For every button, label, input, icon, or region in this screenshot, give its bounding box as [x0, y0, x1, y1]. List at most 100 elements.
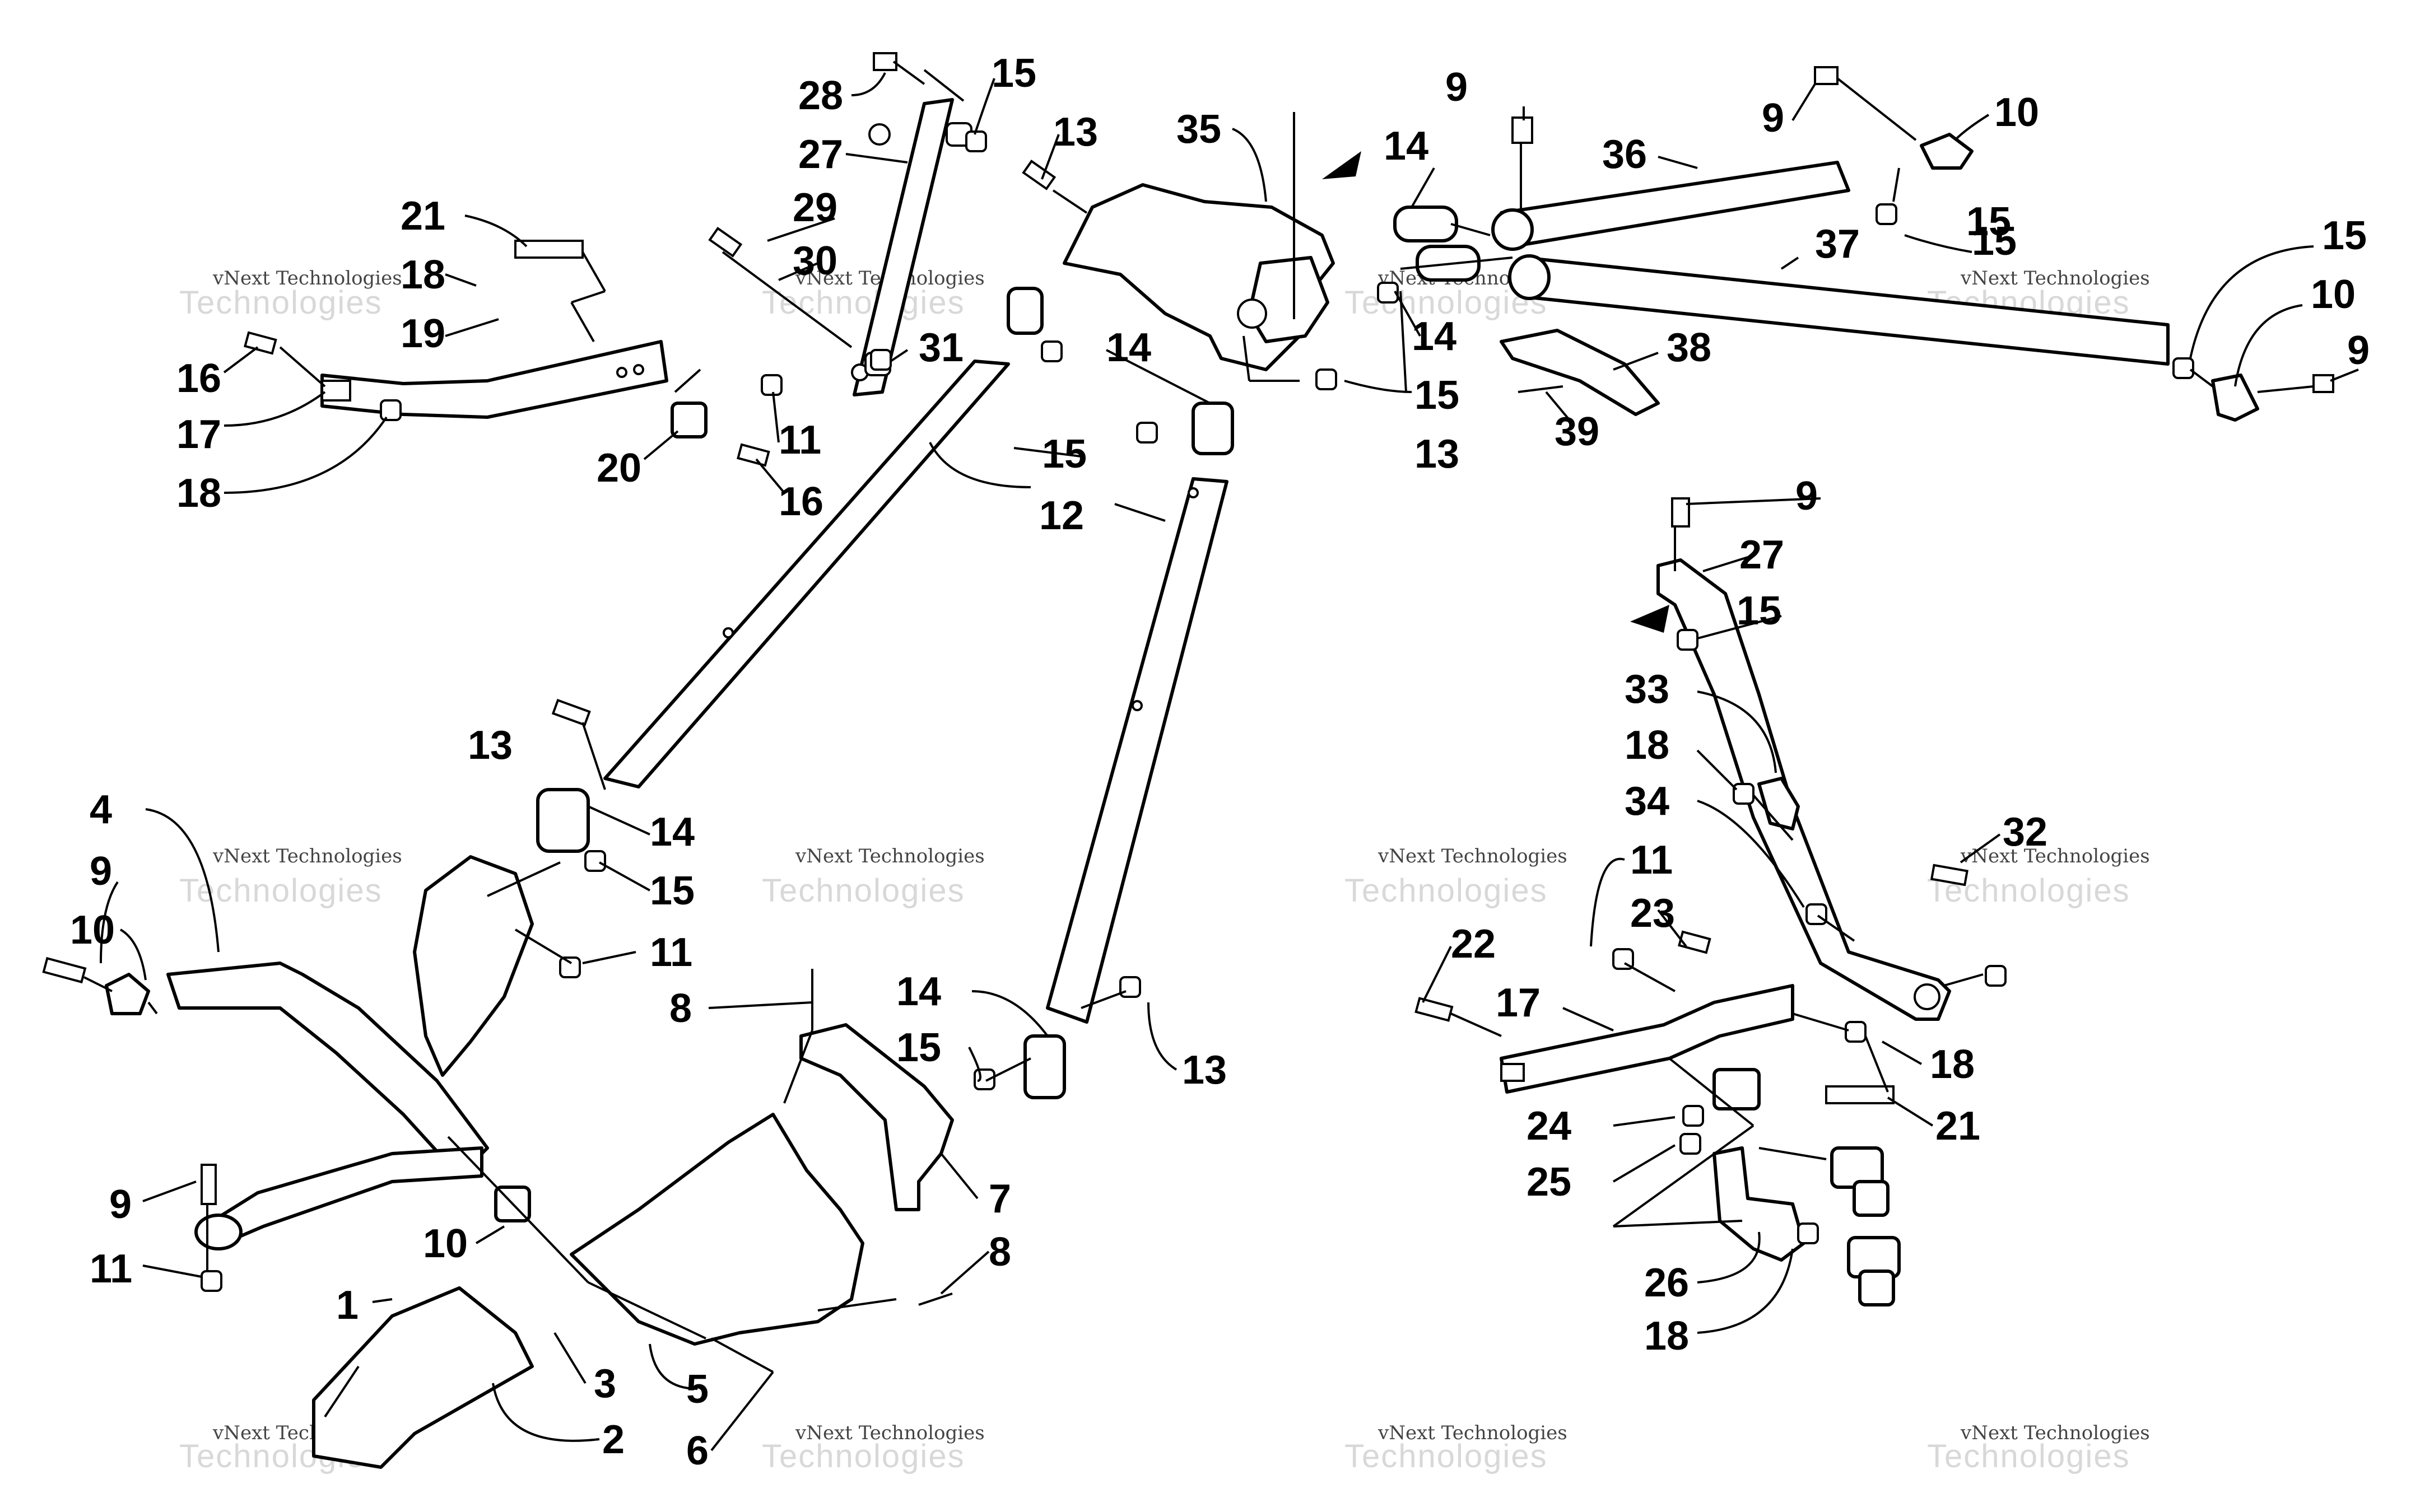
callout-1: 1 [336, 1283, 359, 1328]
watermark-text: vNext Technologies [1377, 1422, 1567, 1444]
bolt [1671, 497, 1690, 528]
bar-17-upper-left [320, 340, 668, 419]
sensor-mid [1712, 1068, 1761, 1110]
callout-39: 39 [1555, 409, 1599, 454]
bolt [737, 443, 770, 467]
callout-27: 27 [1739, 533, 1784, 577]
callout-9: 9 [90, 849, 112, 894]
nut [1797, 1222, 1819, 1244]
callout-22: 22 [1451, 922, 1496, 967]
callout-9: 9 [2347, 328, 2370, 373]
bolts [42, 160, 1968, 1205]
callout-18: 18 [1930, 1042, 1975, 1087]
watermark-11: Technologies vNext Technologies [1344, 1422, 1567, 1474]
bolt [708, 227, 743, 258]
callout-30: 30 [793, 239, 837, 283]
callout-15: 15 [650, 869, 695, 913]
callout-32: 32 [2003, 810, 2047, 855]
watermark-5: Technologies vNext Technologies [179, 845, 402, 909]
bushing-14-top [1007, 287, 1234, 455]
callout-14: 14 [1384, 124, 1428, 169]
watermark-text: Technologies [762, 284, 965, 321]
callout-18: 18 [1644, 1314, 1689, 1359]
callout-17: 17 [176, 412, 221, 457]
bolt [1414, 997, 1454, 1022]
callout-leaders [100, 72, 2359, 1452]
nut [965, 130, 987, 152]
callout-17: 17 [1496, 981, 1541, 1025]
nut [974, 1068, 995, 1090]
pin-8-right [918, 1292, 953, 1306]
bolt-21-upper [514, 240, 584, 259]
nut [559, 956, 581, 978]
callout-34: 34 [1625, 779, 1669, 824]
assembly-lines [83, 69, 2214, 1373]
bushing-14-lower [1023, 1034, 1066, 1099]
callout-10: 10 [2311, 272, 2356, 317]
callout-18: 18 [176, 471, 221, 516]
callout-11: 11 [1630, 838, 1673, 883]
end-cap-10-top [1920, 133, 1974, 170]
clamp-33 [1757, 777, 1800, 830]
nuts [201, 130, 2194, 1292]
nut [1985, 965, 2007, 987]
bolt-21-lower [1825, 1085, 1895, 1104]
nut [380, 399, 402, 421]
nut [1805, 903, 1827, 925]
callout-14: 14 [1412, 314, 1456, 359]
callout-21: 21 [1935, 1104, 1980, 1149]
callout-9: 9 [1762, 96, 1784, 141]
nut [1315, 368, 1337, 390]
cover-2 [312, 1286, 534, 1469]
nut [1682, 1105, 1704, 1127]
nut [761, 374, 783, 396]
bolt-9-right [2257, 374, 2334, 393]
watermark-1: Technologies vNext Technologies [179, 267, 402, 321]
watermark-text: Technologies [1344, 1438, 1548, 1474]
callout-24: 24 [1527, 1104, 1571, 1149]
watermark-text: Technologies [1927, 1438, 2130, 1474]
watermark-text: Technologies [1344, 872, 1548, 909]
bolt [201, 1164, 217, 1205]
callout-13: 13 [1414, 432, 1459, 477]
watermark-text: vNext Technologies [1960, 845, 2150, 867]
callout-26: 26 [1644, 1261, 1689, 1305]
watermark-text: vNext Technologies [795, 1422, 985, 1444]
callout-28: 28 [798, 73, 843, 118]
bolt-9-upper-center [1511, 116, 1533, 213]
callout-38: 38 [1667, 325, 1711, 370]
callout-5: 5 [686, 1367, 709, 1412]
callout-33: 33 [1625, 667, 1669, 712]
callout-21: 21 [401, 194, 445, 239]
nut [1679, 1133, 1701, 1155]
callout-11: 11 [650, 930, 692, 975]
callout-29: 29 [793, 185, 837, 230]
callout-36: 36 [1602, 132, 1647, 177]
watermark-6: Technologies vNext Technologies [762, 845, 985, 909]
callout-15: 15 [992, 51, 1036, 96]
callout-10: 10 [70, 908, 115, 953]
callout-9: 9 [1445, 65, 1468, 110]
bolt-9-top [1814, 66, 1917, 141]
watermark-text: Technologies [762, 1438, 965, 1474]
callout-11: 11 [90, 1247, 132, 1291]
callout-19: 19 [401, 311, 445, 356]
callout-7: 7 [989, 1177, 1011, 1221]
callout-15: 15 [1042, 432, 1087, 477]
callout-14: 14 [650, 810, 695, 855]
callout-37: 37 [1815, 222, 1860, 267]
watermark-text: Technologies [762, 872, 965, 909]
callout-16: 16 [779, 479, 823, 524]
nut [1119, 976, 1141, 998]
watermark-text: vNext Technologies [1960, 1422, 2150, 1444]
arrow-marker-right [1630, 605, 1669, 633]
nut [1876, 203, 1897, 225]
callout-23: 23 [1630, 891, 1675, 936]
bushing-14-left [536, 788, 590, 853]
callout-15: 15 [2322, 213, 2367, 258]
watermark-text: vNext Technologies [1377, 845, 1567, 867]
sensor-lower [1847, 1236, 1901, 1306]
callout-8: 8 [669, 986, 692, 1031]
nut [201, 1270, 222, 1292]
